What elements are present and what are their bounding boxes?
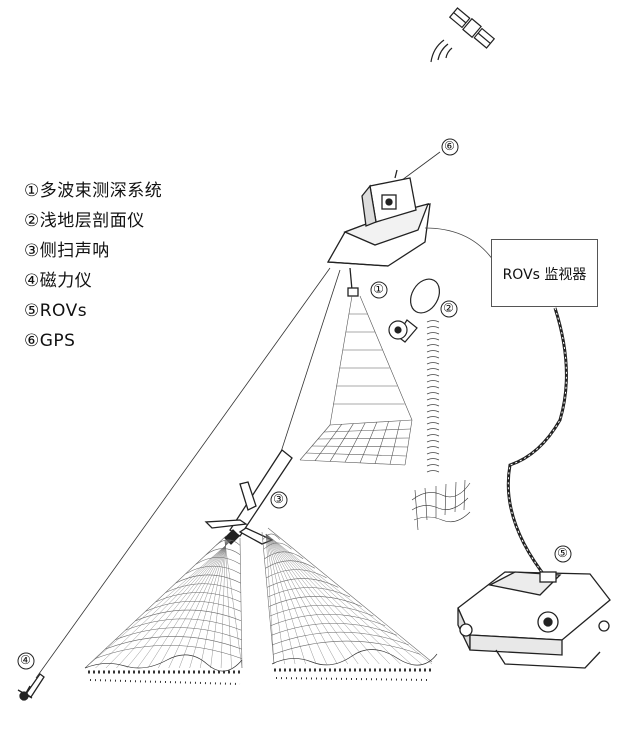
tag-circles bbox=[17, 138, 572, 670]
rov-monitor-label: ROVs 监视器 bbox=[502, 267, 587, 283]
legend-item-subbottom: ②浅地层剖面仪 bbox=[24, 211, 145, 231]
sidescan-tag: ③ bbox=[273, 492, 284, 506]
subbottom-signal bbox=[426, 320, 440, 473]
monitor-link-line bbox=[424, 227, 494, 261]
rov-vehicle bbox=[457, 571, 611, 669]
legend: ①多波束测深系统 ②浅地层剖面仪 ③侧扫声呐 ④磁力仪 ⑤ROVs ⑥GPS bbox=[24, 176, 162, 356]
sidescan-towfish bbox=[204, 449, 293, 545]
gps-link-line bbox=[397, 151, 441, 184]
magnetometer-tow-line bbox=[35, 267, 331, 679]
subbottom-profile-section bbox=[411, 479, 471, 531]
magnetometer-fish bbox=[17, 673, 45, 701]
rov-tether-cable bbox=[506, 307, 568, 581]
magnetometer-tag: ④ bbox=[20, 653, 31, 667]
seafloor-grid bbox=[299, 419, 413, 466]
rov-monitor-box: ROVs 监视器 bbox=[491, 239, 598, 307]
legend-item-gps: ⑥GPS bbox=[24, 331, 76, 351]
multibeam-coverage bbox=[329, 295, 413, 426]
survey-vessel bbox=[326, 169, 431, 297]
rov-tag: ⑤ bbox=[557, 546, 568, 560]
satellite-icon bbox=[430, 7, 496, 63]
sidescan-beams bbox=[84, 527, 433, 669]
legend-item-magnetometer: ④磁力仪 bbox=[24, 271, 93, 291]
gps-tag: ⑥ bbox=[444, 139, 455, 153]
legend-item-multibeam: ①多波束测深系统 bbox=[24, 181, 163, 201]
subbottom-profiler bbox=[388, 278, 441, 343]
multibeam-tag: ① bbox=[373, 282, 384, 296]
subbottom-tag: ② bbox=[443, 301, 454, 315]
legend-item-rov: ⑤ROVs bbox=[24, 301, 88, 321]
sidescan-seabed bbox=[84, 649, 438, 685]
sidescan-tow-line bbox=[279, 269, 341, 456]
legend-item-sidescan: ③侧扫声呐 bbox=[24, 241, 110, 261]
